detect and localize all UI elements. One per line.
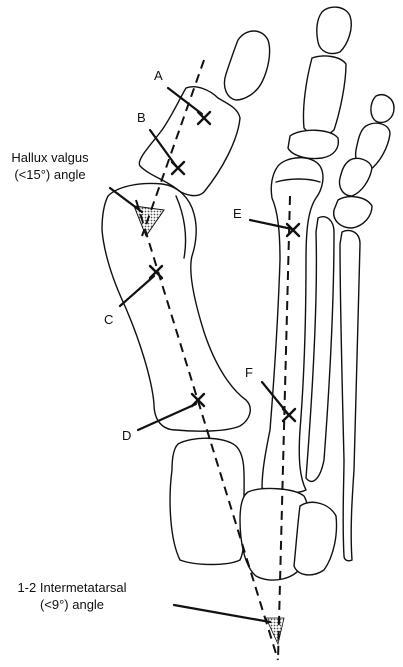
hallux-axis-line [141, 59, 205, 237]
toe-2-middle-phalanx [302, 55, 347, 136]
first-metatarsal-head-ridge [175, 195, 187, 259]
label-a: A [154, 68, 163, 83]
label-e: E [233, 206, 242, 221]
label-c: C [104, 312, 114, 327]
toe-4-proximal [333, 195, 373, 229]
great-toe-distal-phalanx [223, 30, 271, 101]
point-e-marker [285, 222, 301, 238]
metatarsal-4 [339, 229, 361, 562]
label-hallux-valgus-line1: Hallux valgus [11, 150, 89, 165]
point-a-marker [196, 110, 212, 126]
second-metatarsal-head-line [275, 178, 321, 183]
label-intermetatarsal-line2: (<9°) angle [39, 597, 105, 612]
leader-intermetatarsal [172, 603, 272, 624]
leader-a [166, 86, 204, 116]
label-b: B [137, 110, 146, 125]
toe-4-middle [338, 157, 373, 197]
label-f: F [245, 365, 253, 380]
toe-2-proximal-head [287, 129, 340, 160]
toe-3-distal [370, 94, 395, 124]
leader-e [248, 218, 294, 231]
leader-f [260, 380, 290, 416]
second-metatarsal-axis-line [277, 195, 291, 661]
toe-2-distal-phalanx [316, 6, 352, 55]
label-intermetatarsal-line1: 1-2 Intermetatarsal [17, 580, 127, 595]
lateral-cuneiform [293, 501, 338, 576]
leader-hallux [108, 186, 144, 214]
first-metatarsal [101, 182, 251, 432]
metatarsal-3 [305, 216, 335, 483]
point-c-marker [148, 264, 164, 280]
medial-cuneiform [169, 437, 246, 566]
leader-d [136, 402, 198, 432]
leader-b [148, 128, 178, 168]
intermediate-cuneiform [239, 487, 310, 581]
great-toe-proximal-phalanx [138, 86, 241, 197]
leader-c [118, 274, 156, 308]
second-metatarsal [261, 157, 324, 494]
hallux-valgus-angle-wedge [133, 205, 165, 238]
label-d: D [122, 428, 132, 443]
label-hallux-valgus-line2: (<15°) angle [14, 167, 86, 182]
